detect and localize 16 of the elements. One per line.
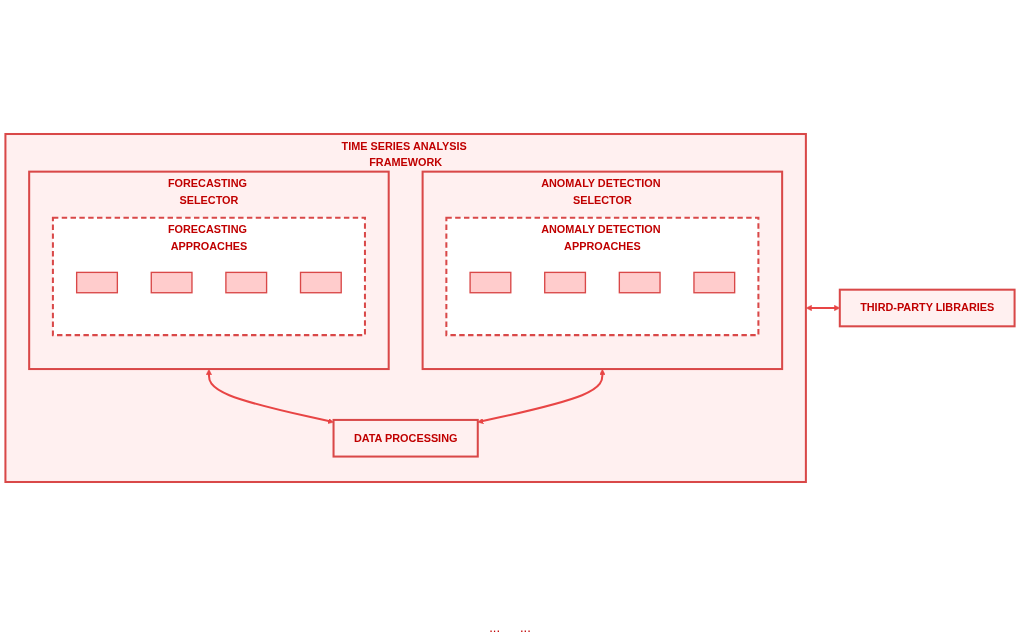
ellipsis-note: ... — [520, 620, 531, 635]
node-box — [544, 271, 587, 294]
ellipsis-note: ... — [489, 620, 500, 635]
node-box: THIRD-PARTY LIBRARIES — [838, 288, 1016, 328]
node-box — [225, 271, 268, 294]
arrow — [205, 369, 334, 424]
node-box — [469, 271, 512, 294]
node-box: DATA PROCESSING — [332, 418, 479, 458]
node-box — [299, 271, 342, 294]
cluster: FORECASTING APPROACHES — [51, 216, 366, 337]
cluster: ANOMALY DETECTION APPROACHES — [445, 216, 760, 337]
node-box — [150, 271, 193, 294]
node-box — [693, 271, 736, 294]
arrow — [477, 369, 606, 424]
node-box — [75, 271, 119, 294]
node-box — [618, 271, 661, 294]
